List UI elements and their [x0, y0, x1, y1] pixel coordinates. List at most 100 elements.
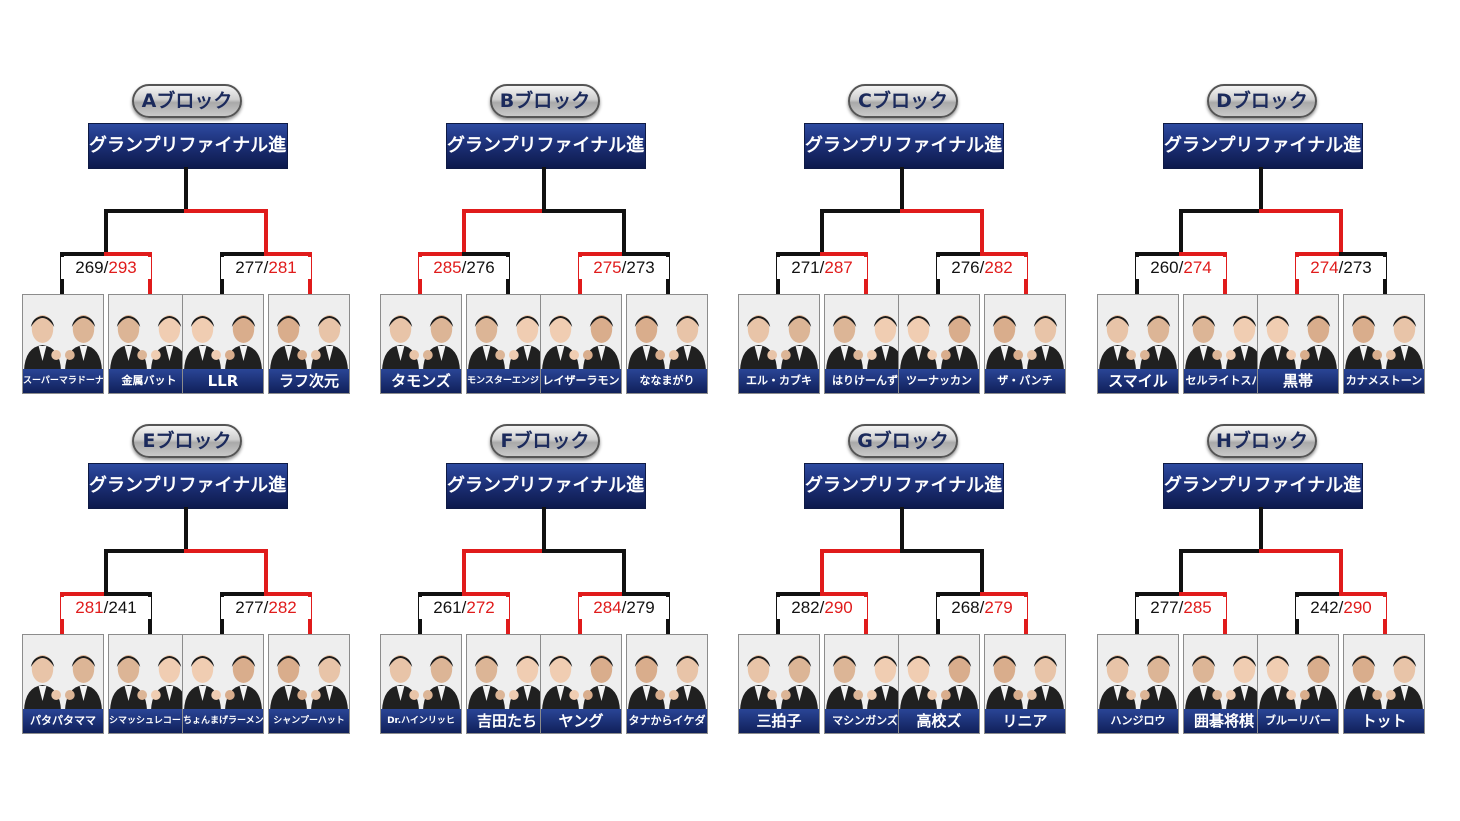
match-score: 276/282	[937, 257, 1027, 279]
team-card: LLR	[182, 294, 264, 394]
team-name: LLR	[183, 369, 263, 393]
performer-photo	[541, 295, 621, 371]
match-score: 285/276	[419, 257, 509, 279]
performer-photo	[467, 295, 547, 371]
team-card: リニア	[984, 634, 1066, 734]
team-card: マシンガンズ	[824, 634, 906, 734]
performer-photo	[985, 635, 1065, 711]
match-score: 260/274	[1136, 257, 1226, 279]
performer-photo	[23, 295, 103, 371]
match-score: 277/285	[1136, 597, 1226, 619]
match-score: 282/290	[777, 597, 867, 619]
score-right: 272	[466, 598, 495, 617]
match-score: 242/290	[1296, 597, 1386, 619]
performer-photo	[739, 635, 819, 711]
bracket-block: Cブロックグランプリファイナル進出 271/287 エル・カブキはりけーんず 276/…	[736, 84, 1080, 404]
team-card: 吉田たち	[466, 634, 548, 734]
performer-photo	[109, 635, 189, 711]
performer-photo	[1258, 635, 1338, 711]
team-name: 囲碁将棋	[1184, 709, 1264, 733]
team-card: 囲碁将棋	[1183, 634, 1265, 734]
team-name: エル・カブキ	[739, 369, 819, 393]
score-right: 273	[1343, 258, 1372, 277]
match-score: 275/273	[579, 257, 669, 279]
team-card: 黒帯	[1257, 294, 1339, 394]
score-left: 261	[433, 598, 462, 617]
team-name: 高校ズ	[899, 709, 979, 733]
team-card: ブルーリバー	[1257, 634, 1339, 734]
team-name: ハンジロウ	[1098, 709, 1178, 733]
performer-photo	[109, 295, 189, 371]
score-right: 279	[626, 598, 655, 617]
team-card: タモンズ	[380, 294, 462, 394]
team-name: セルライトスパ	[1184, 369, 1264, 393]
performer-photo	[467, 635, 547, 711]
score-left: 285	[433, 258, 462, 277]
team-card: ななまがり	[626, 294, 708, 394]
match-score: 261/272	[419, 597, 509, 619]
team-card: シャンプーハット	[268, 634, 350, 734]
team-name: パタパタママ	[23, 709, 103, 733]
team-name: タナからイケダ	[627, 709, 707, 733]
score-right: 274	[1183, 258, 1212, 277]
team-name: Dr.ハインリッヒ	[381, 709, 461, 733]
performer-photo	[899, 295, 979, 371]
team-name: ななまがり	[627, 369, 707, 393]
team-name: ツーナッカン	[899, 369, 979, 393]
final-box: グランプリファイナル進出	[804, 463, 1004, 509]
team-card: はりけーんず	[824, 294, 906, 394]
team-name: シマッシュレコード	[109, 709, 189, 733]
performer-photo	[381, 635, 461, 711]
team-card: ちょんまげラーメン	[182, 634, 264, 734]
score-left: 276	[951, 258, 980, 277]
score-left: 275	[593, 258, 622, 277]
team-card: トット	[1343, 634, 1425, 734]
team-card: ザ・パンチ	[984, 294, 1066, 394]
block-label: Fブロック	[490, 424, 600, 458]
team-name: マシンガンズ	[825, 709, 905, 733]
block-label: Bブロック	[490, 84, 600, 118]
final-box: グランプリファイナル進出	[804, 123, 1004, 169]
match-score: 274/273	[1296, 257, 1386, 279]
score-right: 285	[1183, 598, 1212, 617]
final-box: グランプリファイナル進出	[446, 463, 646, 509]
score-left: 268	[951, 598, 980, 617]
team-name: シャンプーハット	[269, 709, 349, 733]
performer-photo	[1344, 635, 1424, 711]
block-label: Cブロック	[848, 84, 958, 118]
performer-photo	[627, 635, 707, 711]
performer-photo	[183, 635, 263, 711]
performer-photo	[627, 295, 707, 371]
team-name: ザ・パンチ	[985, 369, 1065, 393]
score-left: 281	[75, 598, 104, 617]
team-name: リニア	[985, 709, 1065, 733]
team-card: ツーナッカン	[898, 294, 980, 394]
team-card: スーパーマラドーナ	[22, 294, 104, 394]
score-right: 293	[108, 258, 137, 277]
score-right: 290	[1343, 598, 1372, 617]
block-label: Hブロック	[1207, 424, 1317, 458]
performer-photo	[1258, 295, 1338, 371]
team-name: ラフ次元	[269, 369, 349, 393]
score-left: 282	[791, 598, 820, 617]
score-left: 269	[75, 258, 104, 277]
bracket-lines	[418, 167, 670, 296]
performer-photo	[1344, 295, 1424, 371]
score-right: 241	[108, 598, 137, 617]
score-right: 281	[268, 258, 297, 277]
team-name: トット	[1344, 709, 1424, 733]
match-score: 277/281	[221, 257, 311, 279]
match-score: 281/241	[61, 597, 151, 619]
score-right: 279	[984, 598, 1013, 617]
performer-photo	[1184, 635, 1264, 711]
performer-photo	[825, 635, 905, 711]
match-score: 271/287	[777, 257, 867, 279]
score-right: 273	[626, 258, 655, 277]
team-name: ちょんまげラーメン	[183, 709, 263, 733]
performer-photo	[23, 635, 103, 711]
